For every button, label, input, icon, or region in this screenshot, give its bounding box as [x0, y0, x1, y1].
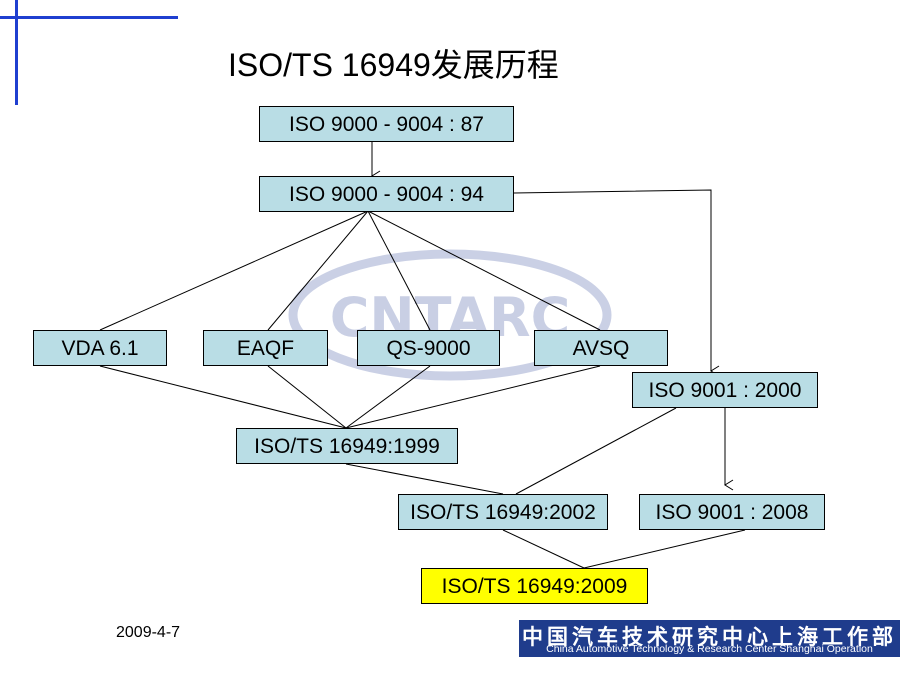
- footer-chinese-name: 中国汽车技术研究中心上海工作部: [522, 624, 897, 649]
- edge-avsq-to-ts1999: [345, 365, 601, 429]
- corner-line-horizontal: [0, 16, 178, 19]
- edge-94-to-qs9000: [367, 210, 431, 331]
- edge-94-to-eaqf: [267, 210, 369, 331]
- edge-qs9000-to-ts1999: [345, 365, 431, 429]
- edge-eaqf-to-ts1999: [267, 365, 347, 429]
- footer-english-name: China Automotive Technology & Research C…: [546, 643, 873, 655]
- slide-date: 2009-4-7: [116, 624, 181, 641]
- edge-94-to-iso9001-2000: [513, 189, 720, 377]
- node-vda-6-1: VDA 6.1: [33, 330, 167, 366]
- corner-line-vertical: [15, 0, 18, 105]
- edge-2008-to-ts2009: [583, 529, 746, 569]
- edge-94-to-avsq: [367, 210, 601, 331]
- node-iso-9000-9004-94: ISO 9000 - 9004 : 94: [259, 176, 514, 212]
- edge-iso9001-2000-to-ts2002: [515, 407, 677, 495]
- slide-title: ISO/TS 16949发展历程: [228, 47, 559, 83]
- node-iso-ts-16949-1999: ISO/TS 16949:1999: [236, 428, 458, 464]
- edge-ts2002-to-ts2009: [502, 529, 585, 569]
- organization-footer-logo: 中国汽车技术研究中心上海工作部 China Automotive Technol…: [519, 620, 900, 657]
- node-iso-9000-9004-87: ISO 9000 - 9004 : 87: [259, 106, 514, 142]
- node-iso-ts-16949-2009: ISO/TS 16949:2009: [421, 568, 648, 604]
- node-iso-ts-16949-2002: ISO/TS 16949:2002: [398, 494, 608, 530]
- edge-ts1999-to-ts2002: [345, 463, 504, 495]
- node-avsq: AVSQ: [534, 330, 668, 366]
- edge-94-to-vda: [99, 210, 369, 331]
- node-iso-9001-2008: ISO 9001 : 2008: [639, 494, 825, 530]
- edge-vda-to-ts1999: [99, 365, 347, 429]
- node-iso-9001-2000: ISO 9001 : 2000: [632, 372, 818, 408]
- node-qs-9000: QS-9000: [357, 330, 500, 366]
- node-eaqf: EAQF: [203, 330, 328, 366]
